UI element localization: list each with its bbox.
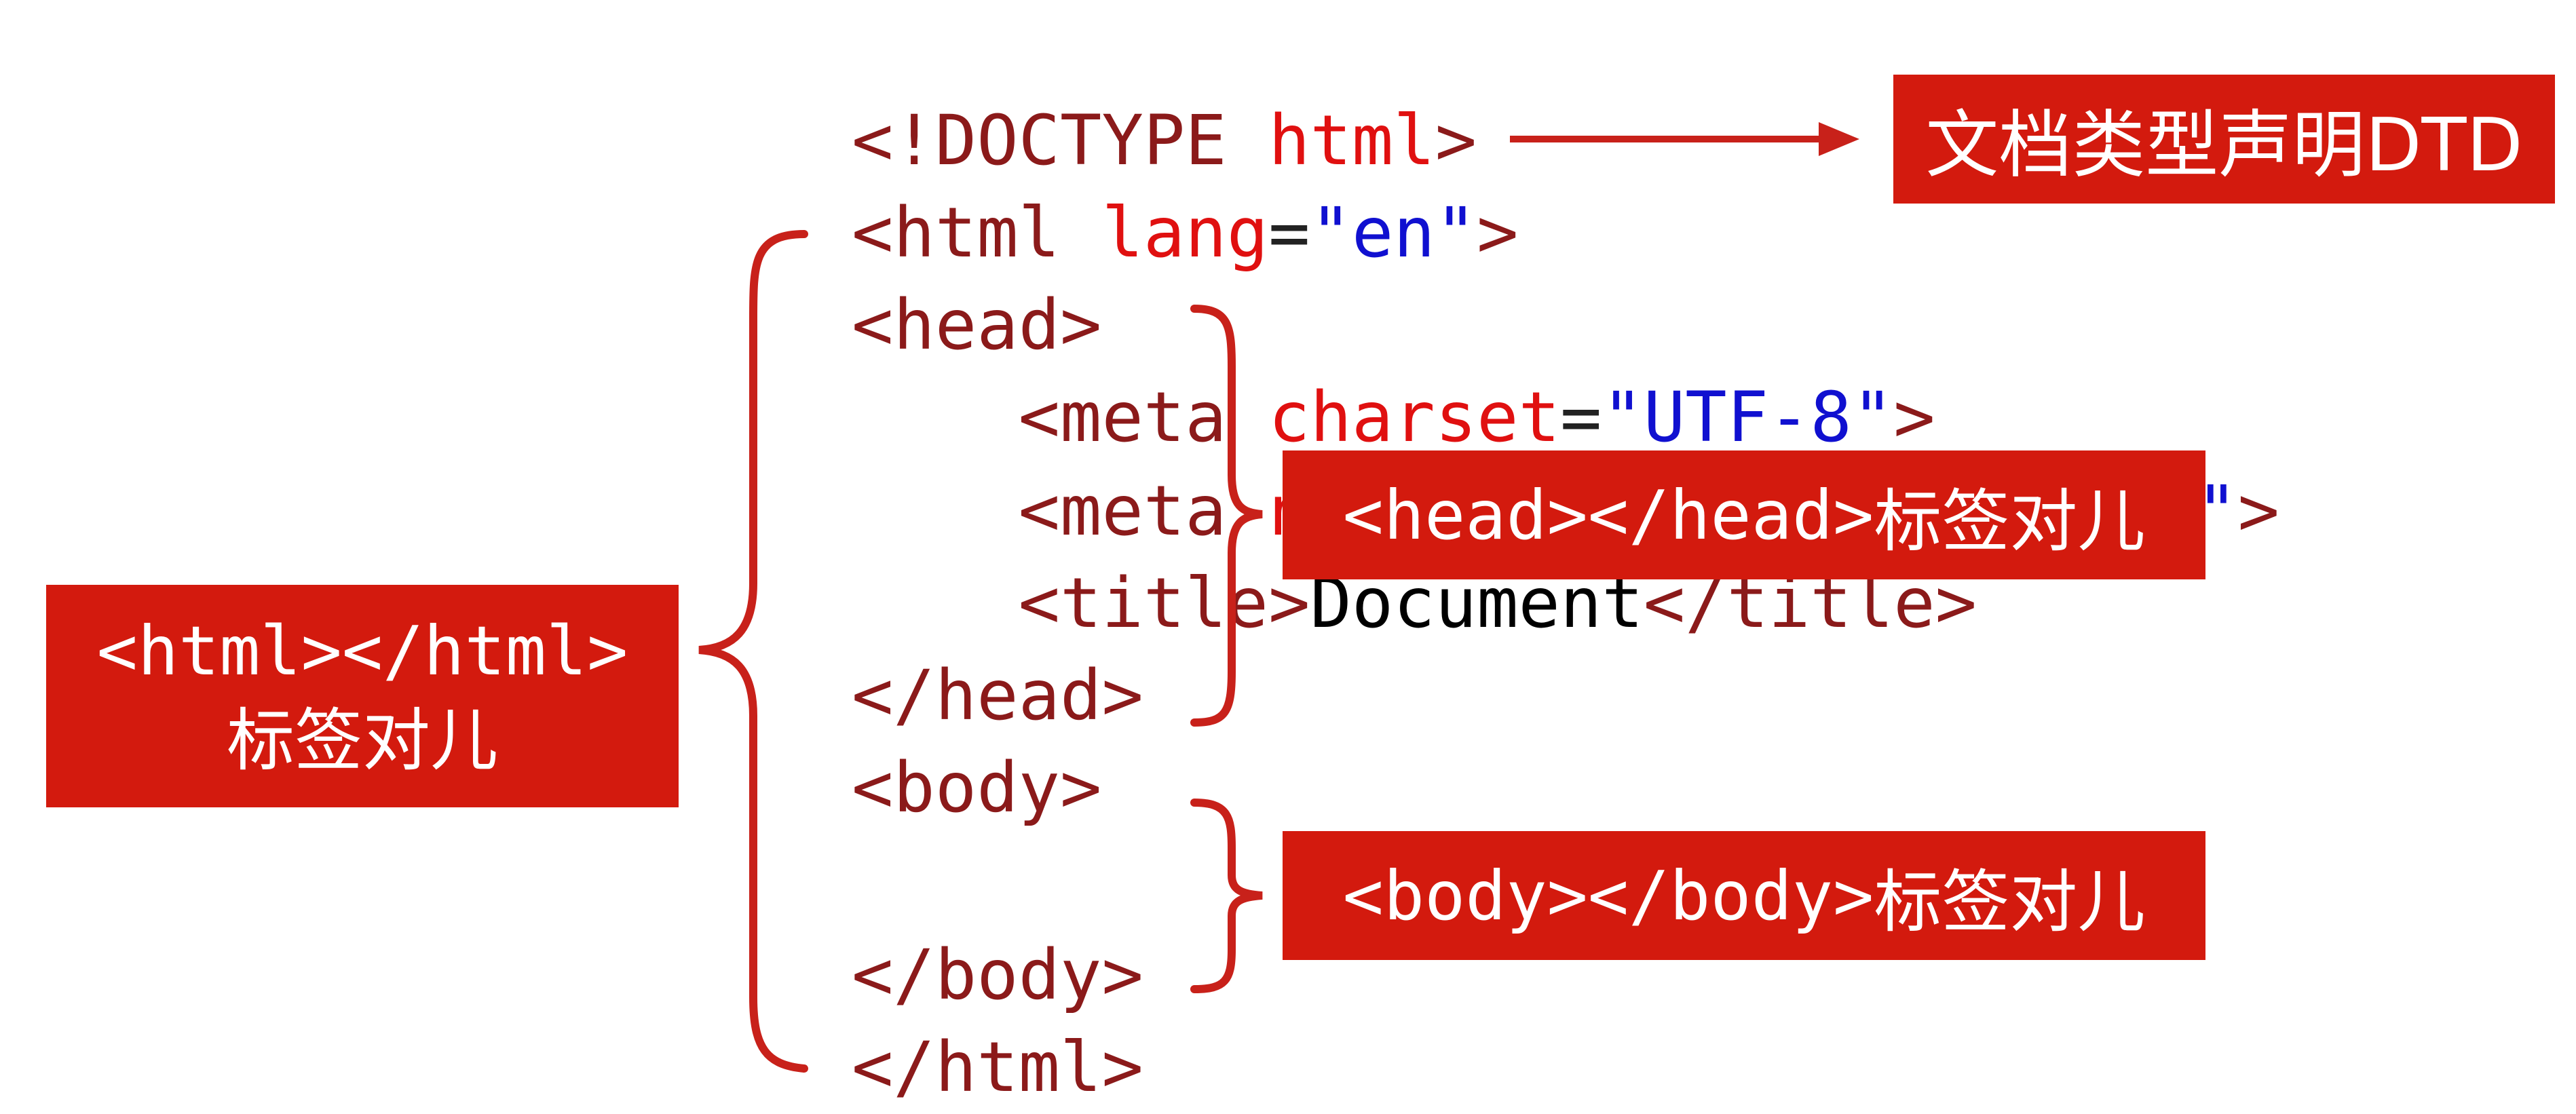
body-open-tag: <body> xyxy=(852,748,1102,828)
html-open-close: > xyxy=(1477,193,1519,273)
indent xyxy=(852,471,1019,552)
head-open-tag: <head> xyxy=(852,285,1102,366)
body-brace xyxy=(1190,799,1263,993)
code-line-body-open: <body> xyxy=(852,742,1101,834)
body-pair-label-suffix: 标签对儿 xyxy=(1874,862,2146,942)
html-pair-label-tag: <html></html> xyxy=(96,611,628,691)
doctype-open: <!DOCTYPE xyxy=(852,100,1269,181)
dtd-label: 文档类型声明DTD xyxy=(1893,75,2555,204)
code-line-meta-charset: <meta charset="UTF-8"> xyxy=(852,372,1935,464)
doctype-close: > xyxy=(1435,100,1477,181)
code-line-doctype: <!DOCTYPE html> xyxy=(852,95,1477,187)
head-pair-label-suffix: 标签对儿 xyxy=(1874,481,2146,561)
meta2-close: > xyxy=(2237,471,2280,552)
meta-close: > xyxy=(1893,377,1935,458)
charset-attr: charset xyxy=(1268,377,1560,458)
body-pair-label: <body></body>标签对儿 xyxy=(1283,831,2205,960)
head-pair-label-tag: <head></head> xyxy=(1342,475,1874,555)
code-line-body-close: </body> xyxy=(852,929,1143,1022)
code-line-head-close: </head> xyxy=(852,650,1143,742)
indent xyxy=(852,377,1019,458)
code-line-html-open: <html lang="en"> xyxy=(852,187,1519,280)
charset-value: "UTF-8" xyxy=(1602,377,1894,458)
dtd-arrow-head xyxy=(1819,122,1859,156)
indent xyxy=(852,563,1019,644)
meta-open: <meta xyxy=(1018,377,1269,458)
charset-eq: = xyxy=(1559,377,1602,458)
lang-eq: = xyxy=(1268,193,1310,273)
html-pair-label: <html></html> 标签对儿 xyxy=(46,585,679,807)
code-line-html-close: </html> xyxy=(852,1022,1143,1114)
html-pair-label-suffix: 标签对儿 xyxy=(227,701,498,780)
body-close-tag: </body> xyxy=(852,935,1143,1016)
code-line-head-open: <head> xyxy=(852,280,1101,372)
lang-attr: lang xyxy=(1101,193,1269,273)
meta2-open: <meta xyxy=(1018,471,1269,552)
title-open: <title> xyxy=(1018,563,1310,644)
dtd-label-text: 文档类型声明DTD xyxy=(1925,103,2523,188)
html-brace xyxy=(698,230,808,1073)
head-close-tag: </head> xyxy=(852,655,1143,736)
html-close-tag: </html> xyxy=(852,1027,1143,1108)
doctype-name: html xyxy=(1268,100,1435,181)
head-pair-label: <head></head>标签对儿 xyxy=(1283,450,2205,579)
lang-value: "en" xyxy=(1310,193,1477,273)
body-pair-label-tag: <body></body> xyxy=(1342,856,1874,936)
html-open-tag: <html xyxy=(852,193,1102,273)
